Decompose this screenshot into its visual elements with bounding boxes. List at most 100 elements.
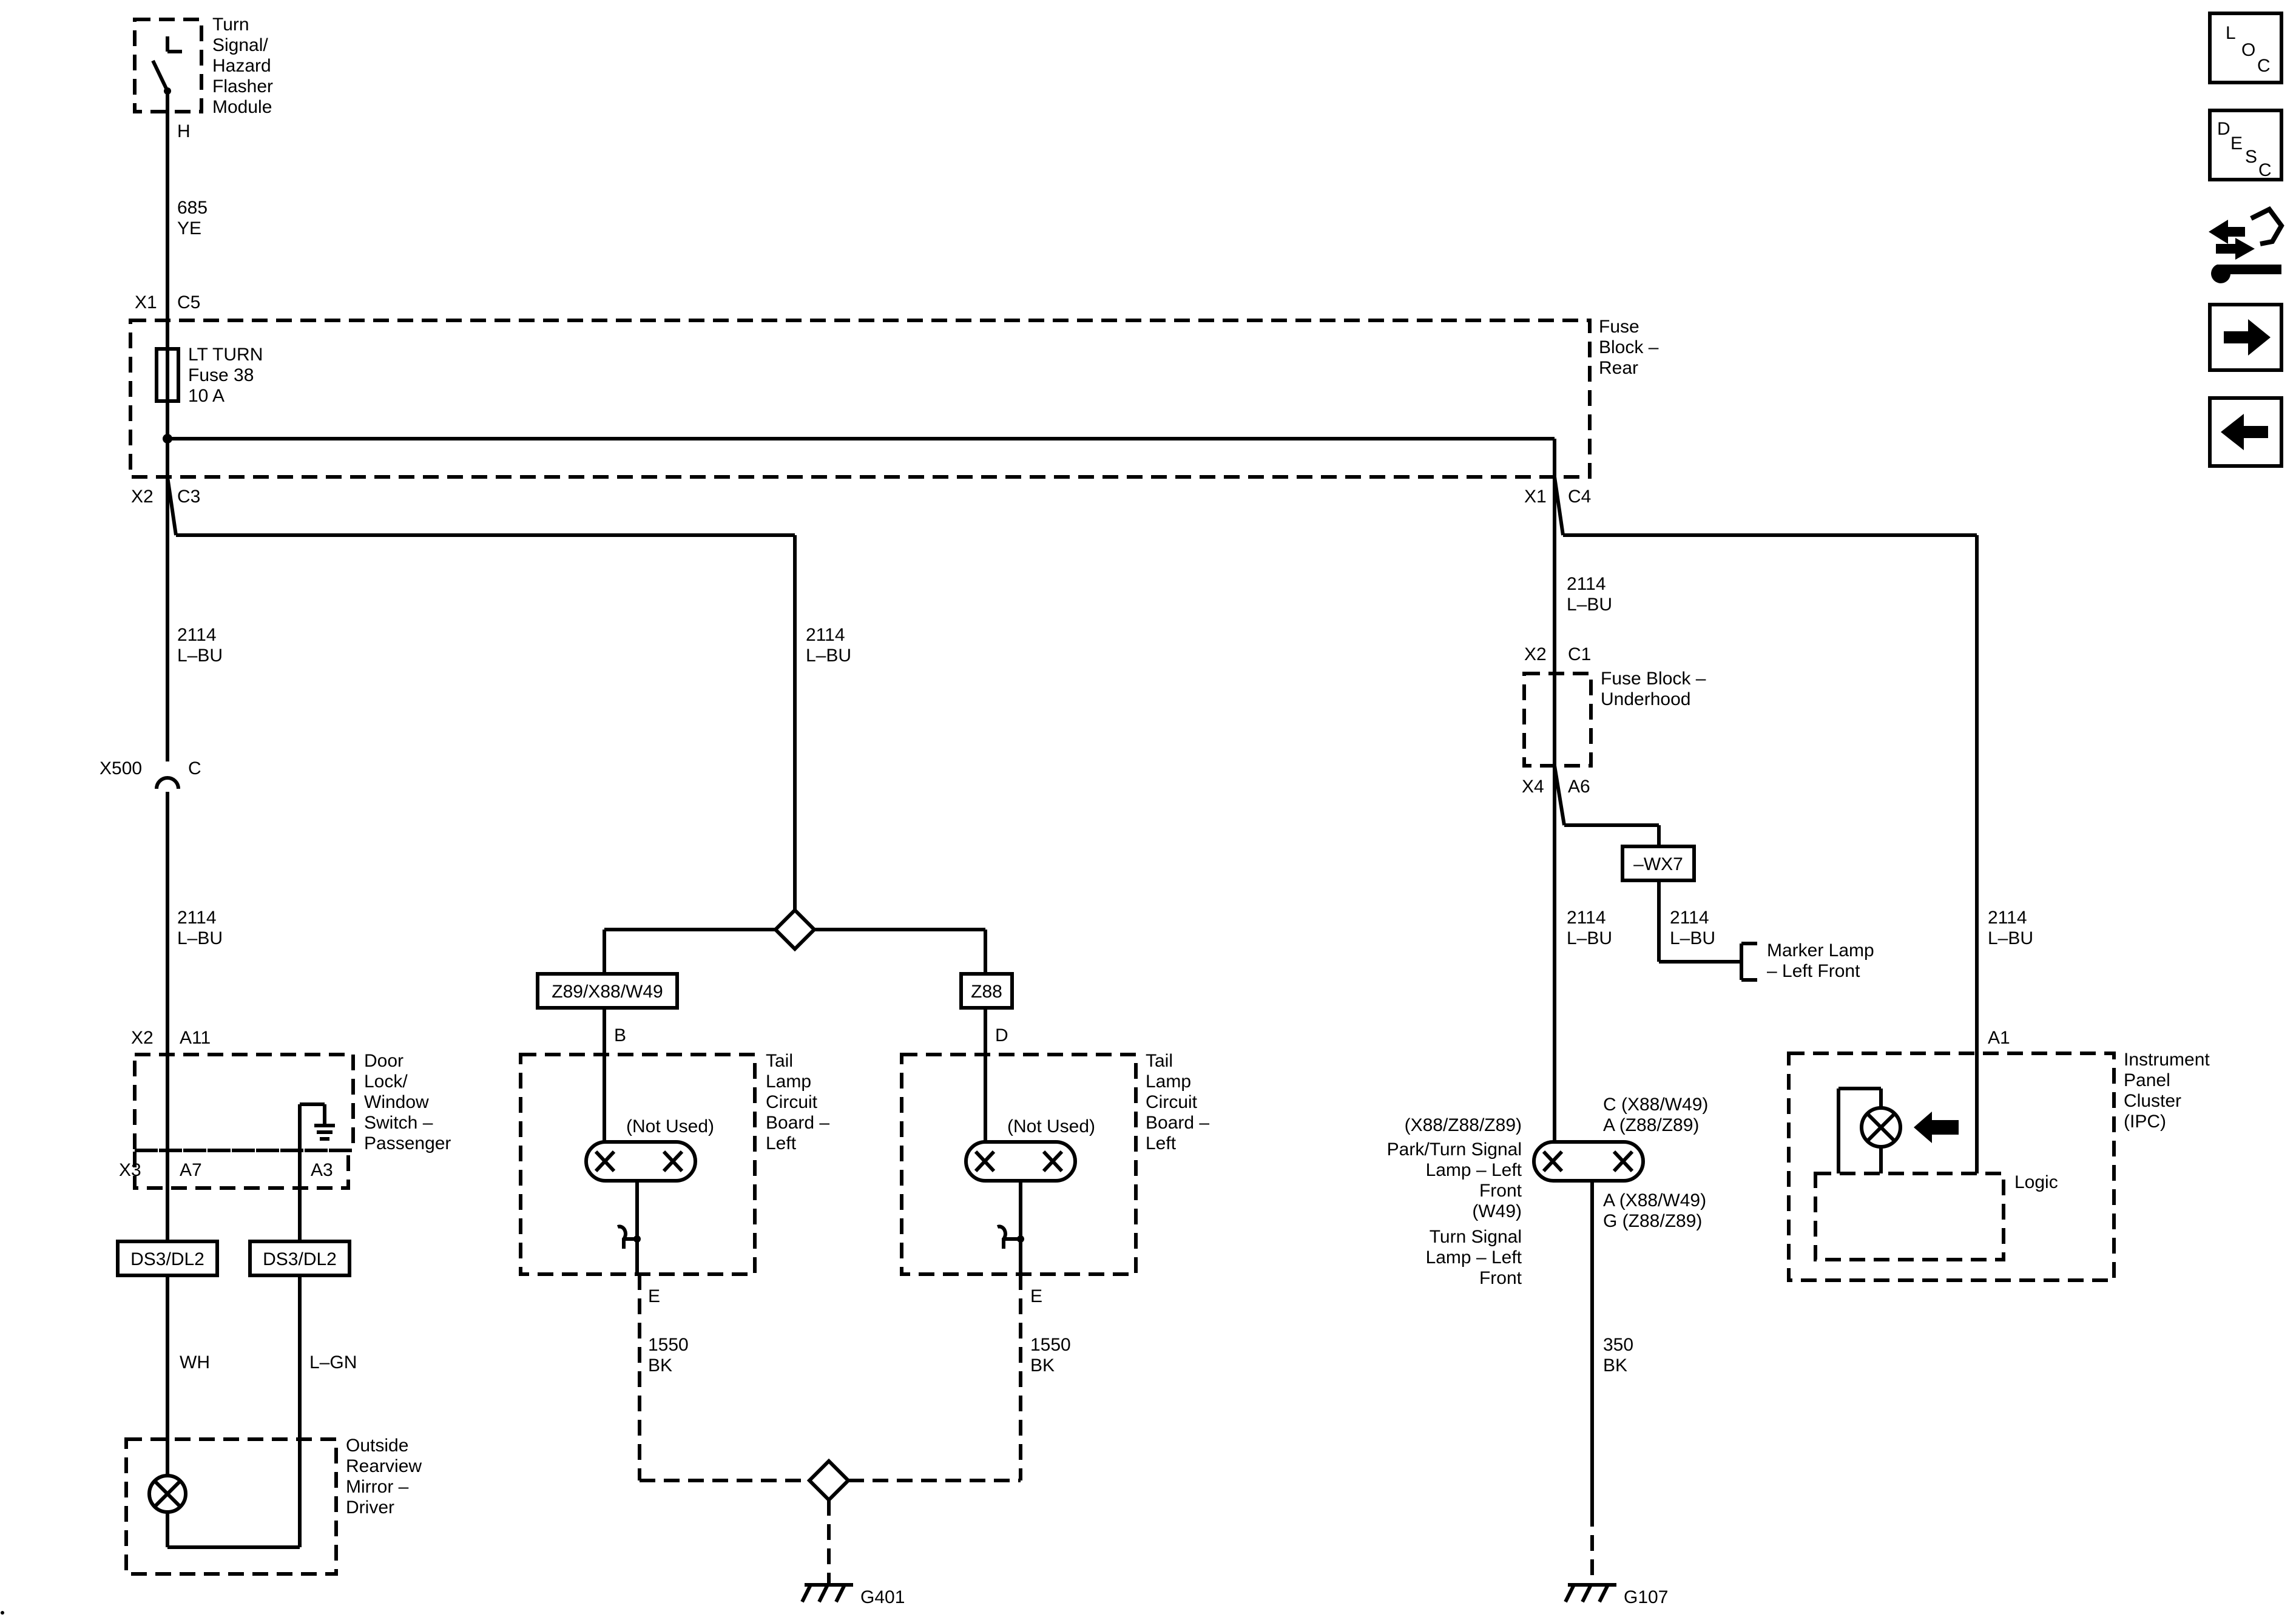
loc-button[interactable]: L O C	[2208, 12, 2283, 84]
back-button[interactable]	[2208, 396, 2283, 468]
door-switch-label-5: Passenger	[364, 1133, 451, 1153]
tail-1-label-1: Tail	[766, 1051, 793, 1071]
wire-2114-d-num: 2114	[1567, 574, 1606, 594]
pin-x2: X2	[131, 487, 154, 507]
wire-2114-d-color: L–BU	[1567, 595, 1612, 615]
corner-dot	[1, 1611, 4, 1615]
tail-1-label-4: Board –	[766, 1113, 829, 1133]
ground-g401-label: G401	[860, 1587, 905, 1607]
wire-2114-f-num: 2114	[1567, 908, 1606, 928]
ipc-label-2: Panel	[2124, 1070, 2170, 1090]
wire-2114-g-color: L–BU	[1988, 928, 2033, 948]
option-z89	[536, 972, 679, 1010]
wire-2114-g-num: 2114	[1988, 908, 2027, 928]
door-switch-label-2: Lock/	[364, 1072, 408, 1092]
wire-350-num: 350	[1603, 1335, 1633, 1355]
wire-350-color: BK	[1603, 1355, 1627, 1376]
tail-2-label-2: Lamp	[1146, 1072, 1191, 1092]
fuse-rear-label-3: Rear	[1599, 358, 1638, 378]
tail-1-label-3: Circuit	[766, 1092, 818, 1112]
park-pin-bot-1: A (X88/W49)	[1603, 1190, 1706, 1210]
forward-button[interactable]	[2208, 303, 2283, 372]
fuse-number: Fuse 38	[188, 365, 254, 385]
tail-1-label-2: Lamp	[766, 1072, 811, 1092]
mirror-label-1: Outside	[346, 1436, 408, 1456]
desc-letter-d: D	[2217, 119, 2230, 139]
pin-x500: X500	[100, 758, 142, 778]
park-label-3: Lamp – Left	[1426, 1160, 1522, 1180]
pin-a11: A11	[180, 1028, 211, 1048]
tail-lamp-board-1: (Not Used) Tail Lamp Circuit Board – Lef…	[519, 1051, 829, 1276]
pin-h: H	[177, 121, 191, 141]
park-pin-bot-2: G (Z88/Z89)	[1603, 1211, 1702, 1231]
desc-letter-c: C	[2258, 160, 2272, 180]
desc-letter-e: E	[2230, 133, 2243, 154]
option-wx7	[1621, 845, 1696, 882]
wire-1550-b-num: 1550	[1030, 1335, 1071, 1355]
wire-1550-a-color: BK	[648, 1355, 672, 1376]
door-switch-label-3: Window	[364, 1092, 429, 1112]
flasher-module: Turn Signal/ Hazard Flasher Module	[133, 15, 273, 117]
desc-button[interactable]: D E S C	[2208, 109, 2283, 181]
underhood-label-1: Fuse Block –	[1601, 669, 1706, 689]
pin-d: D	[995, 1025, 1008, 1045]
ground-g107-label: G107	[1624, 1587, 1668, 1607]
wire-2114-a-num: 2114	[177, 625, 217, 645]
flasher-label-3: Hazard	[212, 56, 271, 76]
pin-x2-c1: X2	[1524, 644, 1547, 664]
not-used-2: (Not Used)	[1007, 1116, 1095, 1136]
wire-2114-a-color: L–BU	[177, 646, 223, 666]
wire-2114-c-num: 2114	[177, 908, 217, 928]
tail-2-label-5: Left	[1146, 1133, 1177, 1153]
park-label-8: Front	[1479, 1268, 1522, 1288]
ground-g401	[800, 1583, 853, 1603]
park-pin-top-2: A (Z88/Z89)	[1603, 1115, 1699, 1135]
desc-letter-s: S	[2245, 147, 2257, 167]
marker-lamp-connector	[1740, 942, 1757, 982]
loc-letter-l: L	[2226, 23, 2236, 43]
door-switch-label-1: Door	[364, 1051, 403, 1071]
mirror-label-3: Mirror –	[346, 1477, 409, 1497]
option-z89-label: Z89/X88/W49	[552, 982, 663, 1002]
park-turn-lamp	[1532, 1140, 1645, 1183]
door-switch-label-4: Switch –	[364, 1113, 433, 1133]
park-label-4: Front	[1479, 1181, 1522, 1201]
ground-g107	[1564, 1583, 1616, 1603]
pin-c: C	[188, 758, 201, 778]
fuse-name: LT TURN	[188, 345, 263, 365]
park-label-7: Lamp – Left	[1426, 1247, 1522, 1268]
flasher-label-2: Signal/	[212, 35, 268, 55]
ipc-module: Logic Instrument Panel Cluster (IPC)	[1787, 1050, 2210, 1282]
flasher-label-4: Flasher	[212, 76, 273, 96]
pin-a1: A1	[1988, 1028, 2010, 1048]
wire-1550-a-num: 1550	[648, 1335, 689, 1355]
pin-c3: C3	[177, 487, 200, 507]
splice-diamond-top	[772, 907, 817, 952]
pin-x1: X1	[135, 292, 157, 312]
wire-wh: WH	[180, 1352, 210, 1372]
marker-label-1: Marker Lamp	[1767, 940, 1874, 960]
pin-a6: A6	[1568, 777, 1590, 797]
pin-e-1: E	[648, 1286, 660, 1306]
mirror-label-4: Driver	[346, 1497, 394, 1517]
pin-a3: A3	[311, 1160, 333, 1180]
pin-c4: C4	[1568, 487, 1591, 507]
wire-2114-c-color: L–BU	[177, 928, 223, 948]
tail-1-label-5: Left	[766, 1133, 797, 1153]
pin-e-2: E	[1030, 1286, 1042, 1306]
ipc-logic-label: Logic	[2014, 1172, 2058, 1192]
pin-x2-a11: X2	[131, 1028, 154, 1048]
fuse-rating: 10 A	[188, 386, 225, 406]
underhood-label-2: Underhood	[1601, 689, 1690, 709]
fuse-block-underhood: Fuse Block – Underhood	[1522, 669, 1706, 768]
tail-2-label-3: Circuit	[1146, 1092, 1198, 1112]
park-label-1: (X88/Z88/Z89)	[1405, 1115, 1522, 1135]
park-label-2: Park/Turn Signal	[1387, 1139, 1522, 1160]
connector-tool-icon[interactable]	[2209, 206, 2284, 283]
wire-2114-e-color: L–BU	[1670, 928, 1715, 948]
pin-x4: X4	[1522, 777, 1544, 797]
pin-x1-c4: X1	[1524, 487, 1547, 507]
mirror-module: Outside Rearview Mirror – Driver	[124, 1436, 422, 1576]
flasher-label-1: Turn	[212, 15, 249, 35]
